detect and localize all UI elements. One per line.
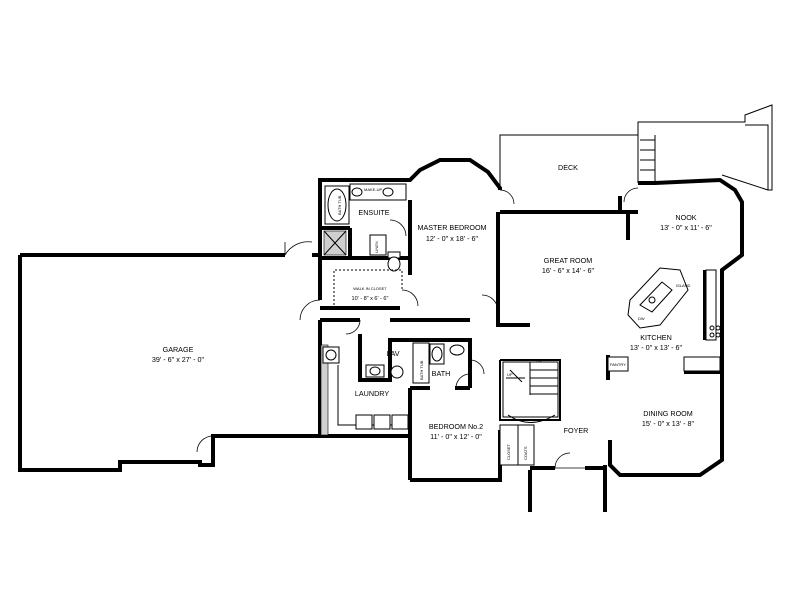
bedroom2-dims: 11' - 0" x 12' - 0" xyxy=(430,432,482,441)
island-label: ISLAND xyxy=(676,283,691,288)
nook-dims: 13' - 0" x 11' - 6" xyxy=(660,223,712,232)
bedroom2-label: BEDROOM No.2 xyxy=(429,422,483,431)
garage-label: GARAGE xyxy=(163,345,194,354)
linen-label: LINEN xyxy=(374,241,379,253)
great-room-label: GREAT ROOM xyxy=(544,256,592,265)
dining-room-dims: 15' - 0" x 13' - 8" xyxy=(642,419,695,428)
kitchen-dims: 13' - 0" x 13' - 6" xyxy=(630,343,683,352)
ensuite-fixtures: BATH TUB MAKE-UP LINEN xyxy=(323,183,407,272)
walk-in-closet-shelves xyxy=(333,269,403,305)
walk-in-closet-dims: 10' - 8" x 6' - 6" xyxy=(352,296,389,302)
make-up-label: MAKE-UP xyxy=(364,187,383,192)
nook-label: NOOK xyxy=(675,213,696,222)
pantry-label: PANTRY xyxy=(610,362,626,367)
foyer-label: FOYER xyxy=(564,426,589,435)
kitchen-fixtures: ISLAND DW PANTRY xyxy=(607,267,721,372)
walls xyxy=(18,158,744,512)
deck-label: DECK xyxy=(558,163,578,172)
deck-outline xyxy=(499,104,773,191)
dw-label: DW xyxy=(638,316,645,321)
dining-room-label: DINING ROOM xyxy=(643,409,693,418)
ensuite-label: ENSUITE xyxy=(358,208,389,217)
doors xyxy=(196,187,639,469)
coats-label: COATS xyxy=(523,446,528,460)
walk-in-closet-label: WALK IN CLOSET xyxy=(353,286,387,291)
bath-label: BATH xyxy=(432,369,451,378)
stair: DN UP CLOSET COATS xyxy=(499,358,559,466)
laundry-fixtures: BATH TUB xyxy=(320,342,465,436)
bath-tub-label: BATH TUB xyxy=(419,360,424,380)
garage-dims: 39' - 6" x 27' - 0" xyxy=(152,355,205,364)
master-bedroom-label: MASTER BEDROOM xyxy=(417,223,486,232)
kitchen-label: KITCHEN xyxy=(640,333,672,342)
closet-label: CLOSET xyxy=(506,443,511,460)
stair-up-label: UP xyxy=(507,372,513,377)
room-labels: DECK NOOK 13' - 0" x 11' - 6" ENSUITE MA… xyxy=(152,163,712,441)
lav-label: LAV xyxy=(386,349,399,358)
laundry-label: LAUNDRY xyxy=(355,389,389,398)
great-room-dims: 16' - 6" x 14' - 6" xyxy=(542,266,595,275)
stair-dn-label: DN xyxy=(536,358,542,363)
tub-label: BATH TUB xyxy=(337,195,342,215)
master-bedroom-dims: 12' - 0" x 18' - 6" xyxy=(426,234,479,243)
